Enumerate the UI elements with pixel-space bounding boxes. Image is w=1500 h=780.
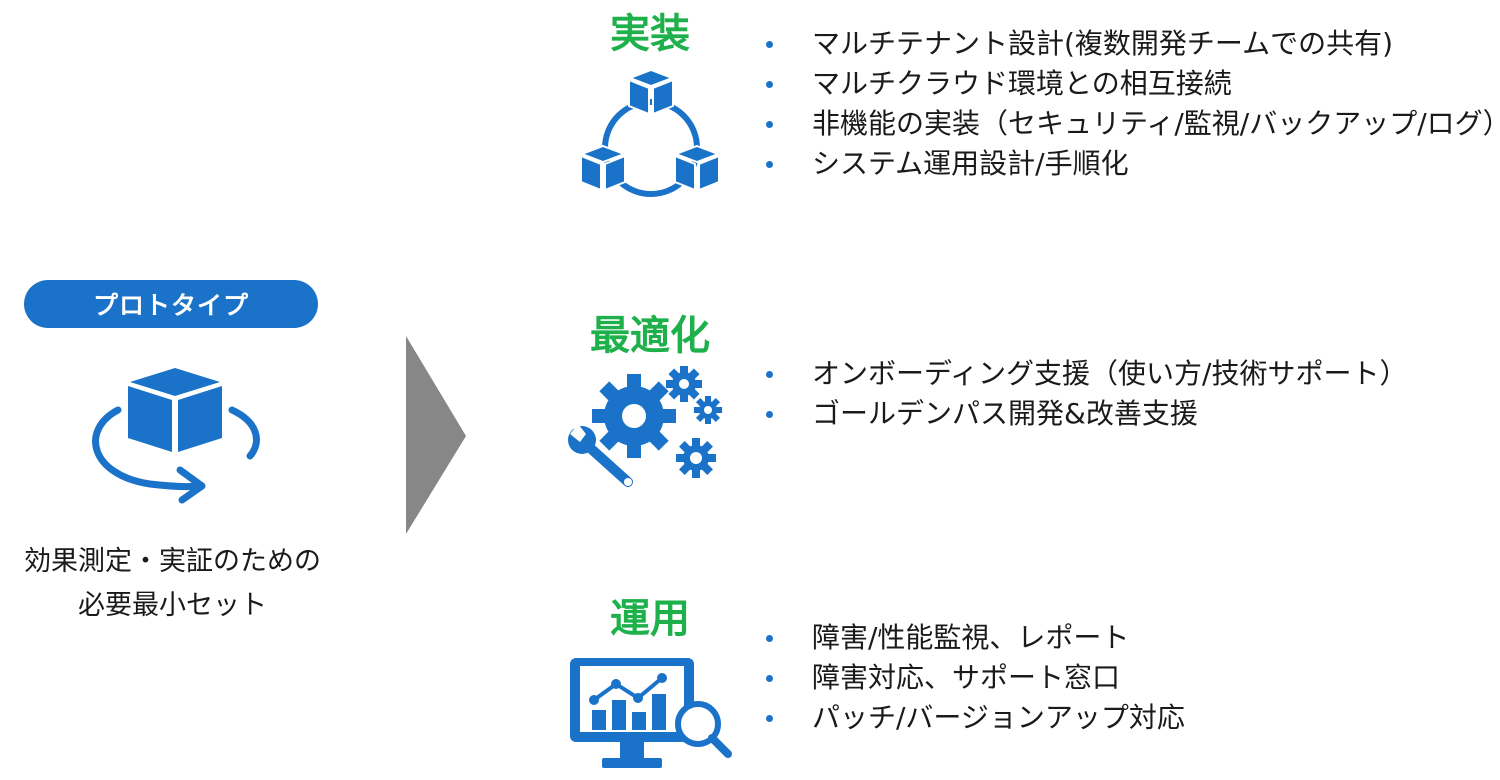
list-item: パッチ/バージョンアップ対応 (762, 698, 1185, 738)
monitor-chart-magnifier-icon (566, 654, 736, 780)
section-title-implementation: 実装 (610, 11, 690, 57)
chevron-right-arrow (406, 336, 468, 540)
bullet-dot-icon (766, 371, 773, 378)
operation-bullet-list: 障害/性能監視、レポート 障害対応、サポート窓口 パッチ/バージョンアップ対応 (762, 618, 1185, 738)
implementation-bullet-list: マルチテナント設計(複数開発チームでの共有) マルチクラウド環境との相互接続 非… (762, 24, 1500, 184)
list-item: 障害対応、サポート窓口 (762, 658, 1185, 698)
optimization-bullet-list: オンボーディング支援（使い方/技術サポート） ゴールデンパス開発&改善支援 (762, 354, 1407, 434)
bullet-dot-icon (766, 81, 773, 88)
rotating-cube-icon (80, 360, 270, 514)
bullet-dot-icon (766, 715, 773, 722)
bullet-dot-icon (766, 41, 773, 48)
bullet-dot-icon (766, 121, 773, 128)
bullet-dot-icon (766, 161, 773, 168)
prototype-label-pill: プロトタイプ (24, 280, 318, 328)
list-item: システム運用設計/手順化 (762, 144, 1500, 184)
gears-wrench-icon (566, 364, 736, 498)
list-item: ゴールデンパス開発&改善支援 (762, 394, 1407, 434)
list-item: マルチテナント設計(複数開発チームでの共有) (762, 24, 1500, 64)
section-title-operation: 運用 (610, 596, 690, 642)
section-title-optimization: 最適化 (590, 313, 710, 359)
prototype-caption-line1: 効果測定・実証のための (24, 546, 321, 577)
bullet-dot-icon (766, 675, 773, 682)
list-item: 非機能の実装（セキュリティ/監視/バックアップ/ログ） (762, 104, 1500, 144)
prototype-caption-line2: 必要最小セット (78, 590, 267, 621)
list-item: マルチクラウド環境との相互接続 (762, 64, 1500, 104)
connected-cubes-icon (576, 66, 726, 205)
list-item: オンボーディング支援（使い方/技術サポート） (762, 354, 1407, 394)
bullet-dot-icon (766, 411, 773, 418)
prototype-caption: 効果測定・実証のための 必要最小セット (0, 540, 345, 628)
prototype-label: プロトタイプ (92, 291, 249, 320)
list-item: 障害/性能監視、レポート (762, 618, 1185, 658)
bullet-dot-icon (766, 635, 773, 642)
